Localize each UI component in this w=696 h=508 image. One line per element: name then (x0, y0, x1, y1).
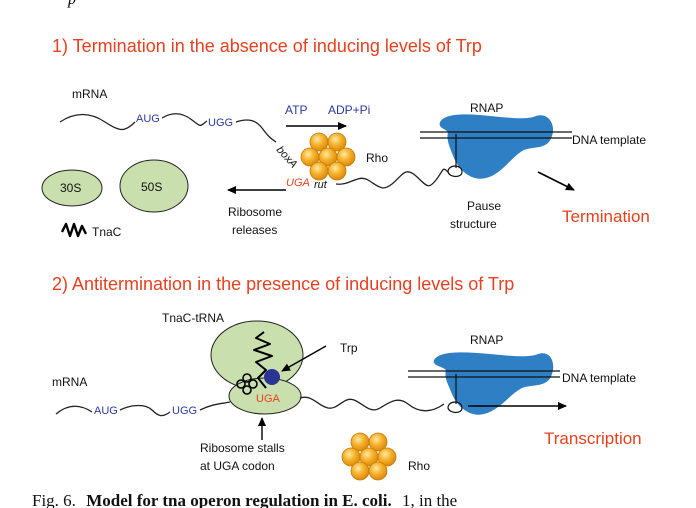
panel2-ugg-codon: UGG (172, 405, 197, 417)
panel1-rnap-polymerase (439, 114, 554, 179)
trna-label: TnaC-tRNA (162, 311, 224, 325)
pause-label-line2: structure (450, 217, 497, 231)
panel2-mrna-strand-c (199, 401, 231, 411)
atp-label: ATP (285, 103, 307, 117)
nascent-tnac-peptide (253, 331, 273, 389)
panel1-ugg-codon: UGG (208, 117, 233, 129)
trp-label: Trp (340, 341, 358, 355)
panel2-dna-label: DNA template (562, 371, 636, 385)
panel1-rho-label: Rho (366, 151, 388, 165)
stall-label-line2: at UGA codon (200, 459, 275, 473)
panel2-heading: 2) Antitermination in the presence of in… (52, 274, 514, 294)
panel2-mrna-label: mRNA (52, 375, 87, 389)
trp-pointer-arrow (281, 345, 327, 372)
s30-label: 30S (60, 181, 81, 195)
ribosome-label-line1: Ribosome (228, 205, 282, 219)
panel1-aug-codon: AUG (136, 113, 160, 125)
panel1-mrna-to-rnap (335, 168, 449, 189)
panel2-mrna-to-rnap (299, 396, 445, 412)
panel2-rho-label: Rho (408, 459, 430, 473)
panel2-rnap-polymerase (433, 352, 554, 415)
panel2-uga-codon: UGA (256, 393, 281, 405)
panel1-mrna-strand-b (161, 113, 208, 127)
panel2-mrna-strand-a (55, 405, 93, 415)
panel1-boxa-label: boxA (274, 144, 300, 171)
panel1-uga-codon: UGA (286, 177, 310, 189)
panel1-heading: 1) Termination in the absence of inducin… (52, 36, 482, 56)
s50-label: 50S (141, 180, 162, 194)
ribosome-50s-subunit (119, 159, 189, 213)
panel2-mrna-strand-b (119, 404, 171, 417)
adp-label: ADP+Pi (328, 103, 370, 117)
tnac-peptide-squiggle (60, 222, 88, 238)
ribosome-label-line2: releases (232, 223, 277, 237)
tnac-label: TnaC (92, 225, 122, 239)
panel1-rut-label: rut (314, 179, 328, 191)
transcription-label: Transcription (544, 429, 642, 448)
figure-caption: Fig. 6. Model for tna operon regulation … (32, 491, 457, 508)
panel2-hairpin (447, 401, 463, 414)
ribosome-30s-subunit (41, 169, 103, 207)
panel2-rho-hexamer (341, 432, 397, 481)
caption-title: Model for tna operon regulation in E. co… (86, 491, 392, 508)
panel1-rho-hexamer (300, 132, 356, 181)
termination-label: Termination (562, 207, 650, 226)
trp-molecule (264, 369, 280, 385)
panel2-rnap-label: RNAP (470, 333, 503, 347)
pause-label-line1: Pause (467, 199, 501, 213)
stall-label-line1: Ribosome stalls (200, 441, 285, 455)
panel1-mrna-label: mRNA (72, 87, 107, 101)
panel1-mrna-strand-c (235, 119, 277, 143)
panel1-termination-arrow (537, 171, 575, 191)
panel2-aug-codon: AUG (94, 405, 118, 417)
panel1-pause-hairpin (447, 165, 463, 178)
caption-rest: 1, in the (402, 491, 457, 508)
trna-loops (236, 373, 258, 395)
panel1-rnap-label: RNAP (470, 101, 503, 115)
panel1-dna-label: DNA template (572, 133, 646, 147)
clipped-text: p (67, 0, 76, 8)
panel1-mrna-strand-a (59, 113, 136, 131)
caption-fig: Fig. 6. (32, 491, 76, 508)
